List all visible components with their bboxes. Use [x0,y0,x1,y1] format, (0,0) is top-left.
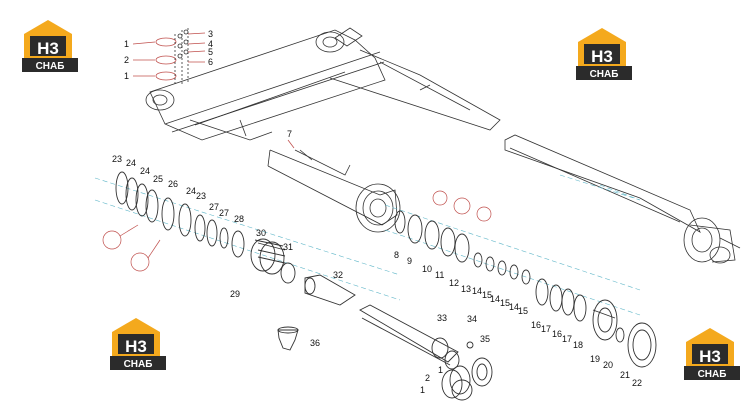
logo-sub: СНАБ [124,359,153,370]
logo-top-left: H3 СНАБ [22,20,78,72]
seal-set-right [535,278,657,368]
cylinder-barrel-right [504,134,741,264]
callout-1-bottom-a: 1 [438,365,443,375]
logo-mark: H3 [591,47,613,66]
logo-sub: СНАБ [698,369,727,380]
logo-top-right: H3 СНАБ [576,28,632,80]
callout-25: 25 [153,174,163,184]
callout-35: 35 [480,334,490,344]
callout-36: 36 [310,338,320,348]
callout-20: 20 [603,360,613,370]
callout-32: 32 [333,270,343,280]
callout-13: 13 [461,284,471,294]
callout-5: 5 [208,47,213,57]
callout-30: 30 [256,228,266,238]
callout-1-top: 1 [124,39,129,49]
callout-14-c: 14 [509,302,519,312]
callout-24-c: 24 [186,186,196,196]
cylinder-barrel-top [145,27,501,141]
fittings-group-top [132,28,206,86]
callout-33: 33 [437,313,447,323]
callout-11: 11 [435,270,444,280]
callout-14-a: 14 [472,286,482,296]
callout-22: 22 [632,378,642,388]
callout-16-b: 16 [552,329,562,339]
callout-3: 3 [208,29,213,39]
callout-31: 31 [283,242,293,252]
callout-8: 8 [394,250,399,260]
callout-9: 9 [407,256,412,266]
logo-mark: H3 [699,347,721,366]
callout-19: 19 [590,354,600,364]
callout-21: 21 [620,370,630,380]
callout-15-a: 15 [482,290,492,300]
callout-15-b: 15 [500,298,510,308]
callout-4: 4 [208,39,213,49]
seal-set-left [115,171,245,258]
detail-bubbles-left [102,224,161,272]
callout-6: 6 [208,57,213,67]
cylinder-rod-bottom [359,304,493,401]
callout-24-a: 24 [126,158,136,168]
callout-labels: 1 2 1 3 4 5 6 7 23 24 24 25 26 24 23 27 … [112,29,642,395]
callout-24-b: 24 [140,166,150,176]
callout-17-a: 17 [541,324,551,334]
piston-rod [304,274,356,306]
logo-sub: СНАБ [590,69,619,80]
piston-assembly [250,238,296,284]
logo-mark: H3 [37,39,59,58]
callout-27-b: 27 [219,208,229,218]
tube-7 [267,139,401,233]
seal-set-middle [394,210,531,285]
callout-2-top: 2 [124,55,129,65]
part-36-body [277,326,299,351]
callout-18: 18 [573,340,583,350]
logo-sub: СНАБ [36,61,65,72]
callout-29: 29 [230,289,240,299]
callout-34: 34 [467,314,477,324]
logo-mark: H3 [125,337,147,356]
alignment-lines [94,174,641,316]
callout-26: 26 [168,179,178,189]
callout-7: 7 [287,129,292,139]
callout-16-a: 16 [531,320,541,330]
callout-1-bottom-b: 1 [420,385,425,395]
detail-bubbles-middle [432,190,492,222]
callout-23-a: 23 [112,154,122,164]
callout-10: 10 [422,264,432,274]
logo-bottom-left: H3 СНАБ [110,318,166,370]
callout-2-bottom: 2 [425,373,430,383]
callout-17-b: 17 [562,334,572,344]
callout-12: 12 [449,278,459,288]
callout-14-b: 14 [490,294,500,304]
callout-27-a: 27 [209,202,219,212]
callout-15-c: 15 [518,306,528,316]
callout-1-mid: 1 [124,71,129,81]
logo-bottom-right: H3 СНАБ [684,328,740,380]
callout-23-b: 23 [196,191,206,201]
callout-28: 28 [234,214,244,224]
